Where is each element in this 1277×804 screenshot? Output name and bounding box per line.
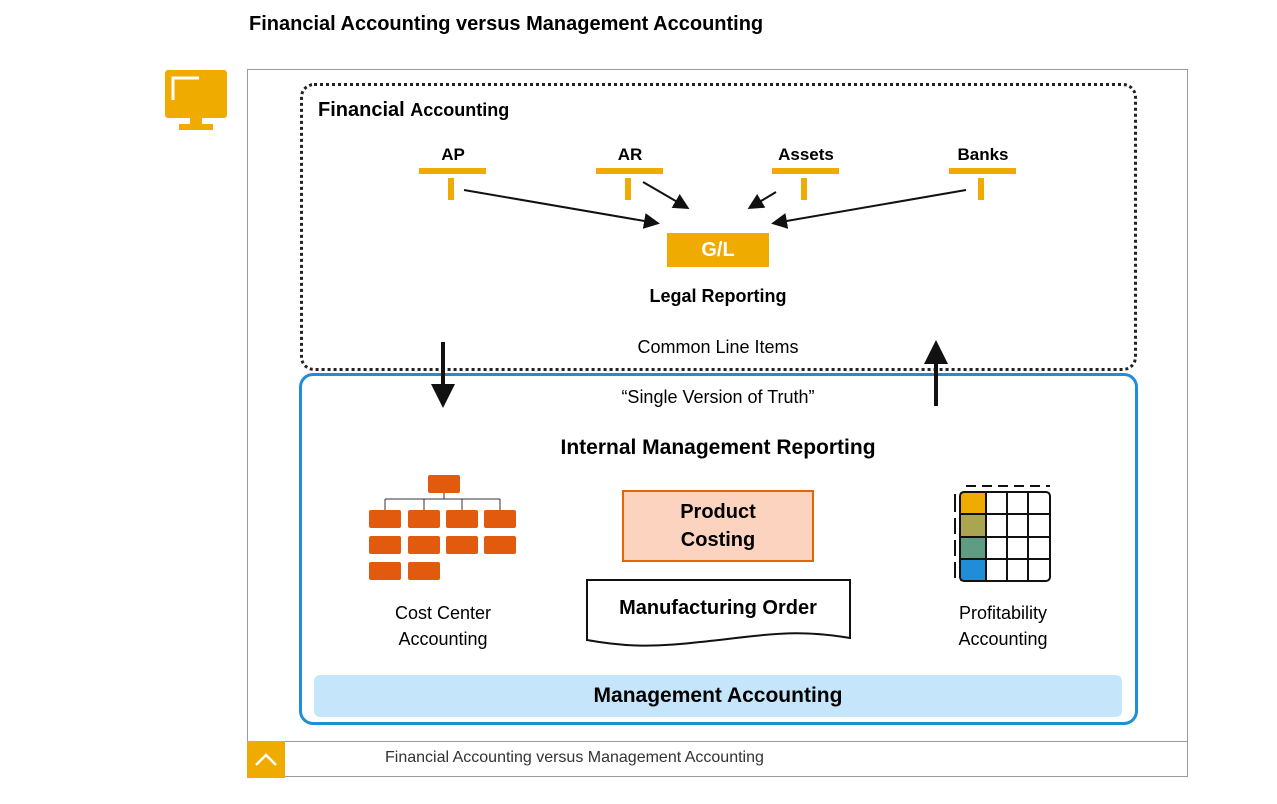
management-accounting-bar: Management Accounting [314,675,1122,717]
arrow-assets-gl [747,191,777,210]
ledger-t-ap [419,168,486,200]
ledger-label-ar: AR [617,145,643,164]
product-costing-line2: Costing [680,529,756,551]
ledger-label-banks: Banks [957,145,1009,164]
ledger-label-ap: AP [441,145,465,164]
profitability-grid-icon [954,485,1051,582]
product-costing-line1: Product [680,501,756,523]
cost-center-line2: Accounting [398,629,488,649]
arrow-ar-gl [642,181,690,210]
common-line-items-label: Common Line Items [637,337,799,357]
ledger-t-banks [949,168,1016,200]
title-financial: Financial [318,99,405,121]
profitability-line2: Accounting [958,629,1048,649]
cost-center-accounting-label: Cost Center Accounting [343,600,543,652]
legal-reporting-label: Legal Reporting [649,286,787,306]
manufacturing-order-shape [586,579,851,647]
product-costing-box: Product Costing [622,490,814,562]
profitability-line1: Profitability [958,603,1048,623]
arrow-banks-gl [771,189,967,229]
profitability-accounting-label: Profitability Accounting [903,600,1103,652]
ledger-t-ar [596,168,663,200]
figure-caption: Financial Accounting versus Management A… [385,749,764,766]
caption-toggle-button[interactable] [247,741,285,778]
internal-management-reporting-label: Internal Management Reporting [560,436,876,459]
ledger-t-assets [772,168,839,200]
title-accounting: Accounting [410,100,510,120]
single-version-label: “Single Version of Truth” [621,387,815,407]
caption-bar [247,741,1188,777]
arrow-ap-gl [463,189,660,229]
page-title: Financial Accounting versus Management A… [249,13,764,35]
financial-accounting-box [300,83,1137,371]
cost-center-line1: Cost Center [394,603,492,623]
gl-box: G/L [667,233,769,267]
chevron-up-icon [255,753,277,766]
management-accounting-box [299,373,1138,725]
ledger-label-assets: Assets [778,145,834,164]
monitor-icon [165,70,227,130]
financial-accounting-title: Financial Accounting [318,99,509,122]
org-chart-icon [369,475,516,580]
manufacturing-order-label: Manufacturing Order [619,597,817,619]
